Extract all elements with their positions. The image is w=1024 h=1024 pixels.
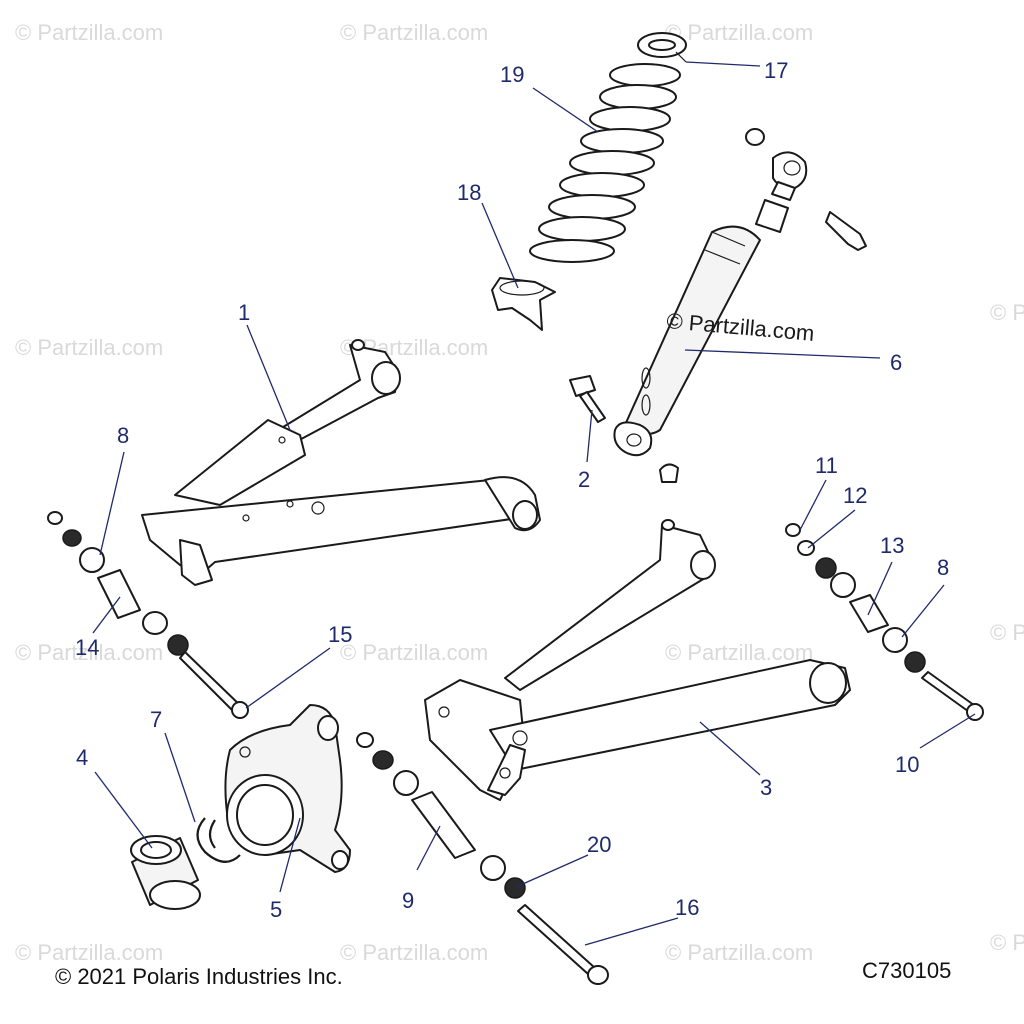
wheel-bearing-part xyxy=(130,835,201,910)
upper-a-arm-part xyxy=(141,339,541,586)
snap-ring-part xyxy=(196,817,241,863)
callout-20: 20 xyxy=(587,832,611,857)
shock-absorber-part xyxy=(613,128,867,483)
callout-2: 2 xyxy=(578,467,590,492)
watermark: © Partzilla.com xyxy=(15,20,163,45)
callout-4: 4 xyxy=(76,745,88,770)
callout-19: 19 xyxy=(500,62,524,87)
watermark: © Partzilla.com xyxy=(665,20,813,45)
bearing-carrier-part xyxy=(224,704,351,873)
right-bushing-stack-part xyxy=(785,523,984,721)
callout-11: 11 xyxy=(815,453,838,478)
leader-lines xyxy=(92,61,976,946)
spring-seat-part xyxy=(491,277,556,331)
callout-3: 3 xyxy=(760,775,772,800)
callout-10: 10 xyxy=(895,752,919,777)
callout-12: 12 xyxy=(843,483,867,508)
watermark: © Partzilla.com xyxy=(990,300,1024,325)
callout-14: 14 xyxy=(75,635,99,660)
watermark: © Partzilla.com xyxy=(340,940,488,965)
shock-bolt-part xyxy=(569,375,606,423)
callout-17: 17 xyxy=(764,58,788,83)
callout-7: 7 xyxy=(150,707,162,732)
callout-9: 9 xyxy=(402,888,414,913)
callout-15: 15 xyxy=(328,622,352,647)
callout-13: 13 xyxy=(880,533,904,558)
copyright-notice: © 2021 Polaris Industries Inc. xyxy=(55,964,343,989)
callout-8-left: 8 xyxy=(117,423,129,448)
callout-labels: 1 2 3 4 5 6 7 8 8 9 10 11 12 13 14 15 16… xyxy=(75,58,949,922)
callout-18: 18 xyxy=(457,180,481,205)
lower-a-arm-part xyxy=(424,519,851,801)
watermark: © Partzilla.com xyxy=(665,640,813,665)
watermark: © Partzilla.com xyxy=(15,640,163,665)
callout-16: 16 xyxy=(675,895,699,920)
callout-5: 5 xyxy=(270,897,282,922)
watermark: © Partzilla.com xyxy=(15,940,163,965)
callout-6: 6 xyxy=(890,350,902,375)
diagram-code: C730105 xyxy=(862,958,952,983)
watermark: © Partzilla.com xyxy=(340,20,488,45)
lower-bushing-stack-part xyxy=(356,732,609,985)
retainer-clip-part xyxy=(637,32,687,63)
watermark: © Partzilla.com xyxy=(15,335,163,360)
watermark: © Partzilla.com xyxy=(665,940,813,965)
callout-1: 1 xyxy=(238,300,250,325)
watermark: © Partzilla.com xyxy=(990,620,1024,645)
coil-spring-part xyxy=(529,63,681,263)
watermark: © Partzilla.com xyxy=(990,930,1024,955)
left-bushing-stack-part xyxy=(47,511,249,719)
callout-8-right: 8 xyxy=(937,555,949,580)
watermark: © Partzilla.com xyxy=(340,640,488,665)
